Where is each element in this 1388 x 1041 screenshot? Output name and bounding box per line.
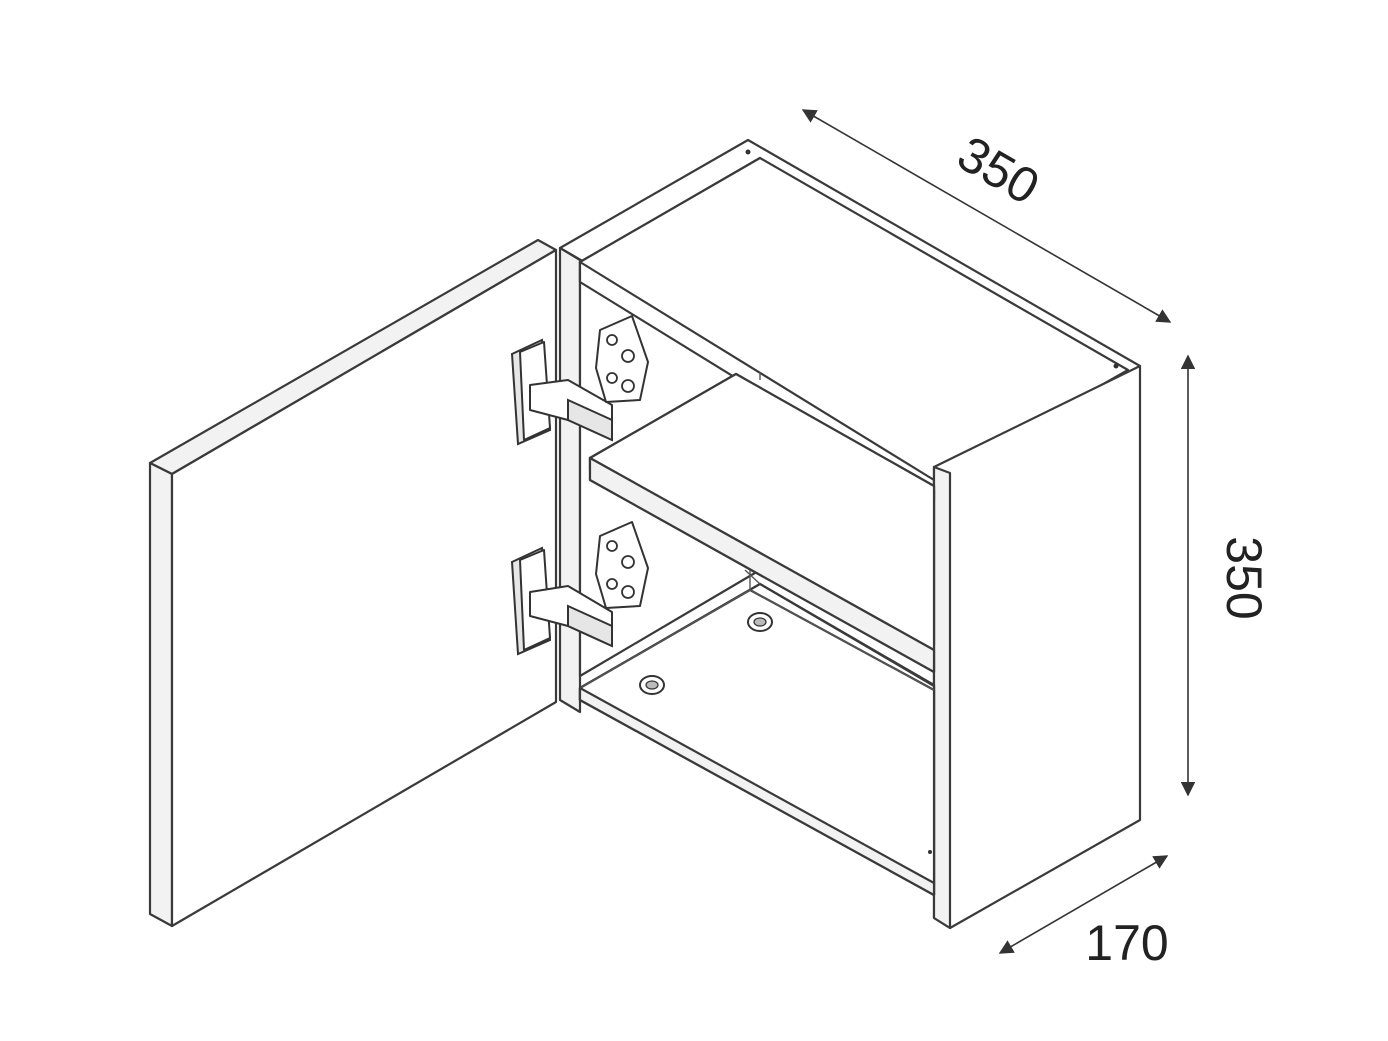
- dimension-depth: 170: [998, 855, 1169, 971]
- cabinet-right-front-edge: [932, 465, 952, 930]
- depth-dimension-line: [998, 855, 1169, 954]
- depth-dimension-label: 170: [1085, 915, 1168, 971]
- dimension-height: 350: [1180, 354, 1272, 797]
- cabinet-body: [558, 138, 1142, 930]
- width-dimension-line: [801, 109, 1172, 323]
- hinge-lower: [510, 521, 649, 656]
- hinge-upper: [510, 315, 649, 446]
- height-dimension-label: 350: [1216, 536, 1272, 619]
- cabinet-left-side: [558, 246, 582, 714]
- shelf-pin-hole-back: [747, 612, 773, 632]
- door-side-edge: [148, 461, 174, 928]
- cabinet-door: [148, 238, 558, 928]
- shelf-pin-hole-front: [639, 675, 665, 695]
- door-front-panel: [170, 248, 558, 928]
